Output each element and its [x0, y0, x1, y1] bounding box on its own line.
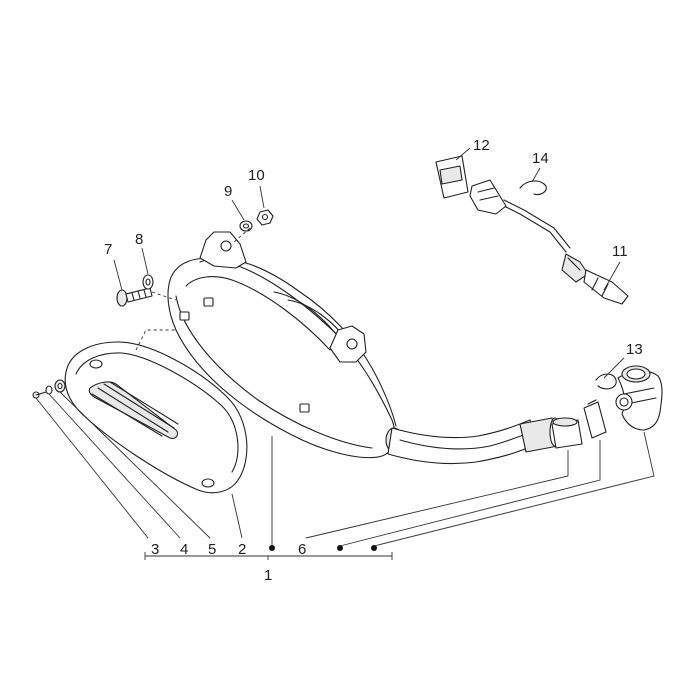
- nut: [256, 209, 274, 226]
- assembly-dot: [269, 545, 275, 551]
- assembly-dot: [337, 545, 343, 551]
- lambda-sensor: [499, 199, 629, 305]
- callout-8: 8: [135, 231, 143, 248]
- callout-7: 7: [104, 241, 112, 258]
- pipe-gasket: [551, 417, 583, 449]
- callout-2: 2: [238, 541, 246, 558]
- callout-3: 3: [151, 541, 159, 558]
- pipe-clamp: [583, 399, 607, 439]
- callout-5: 5: [208, 541, 216, 558]
- elbow-gasket: [615, 393, 633, 411]
- heat-shield: [64, 341, 248, 494]
- assembly-dot: [371, 545, 377, 551]
- sensor-connector: [469, 179, 507, 215]
- callout-4: 4: [180, 541, 188, 558]
- callout-14: 14: [532, 150, 549, 167]
- callout-9: 9: [224, 183, 232, 200]
- callout-1: 1: [264, 567, 272, 584]
- connector-cover: [435, 155, 469, 199]
- nut-washer: [239, 220, 253, 232]
- callout-10: 10: [248, 167, 265, 184]
- mounting-bolt: [116, 287, 153, 307]
- elbow-pipe: [617, 365, 663, 431]
- shield-washer: [45, 385, 53, 395]
- callout-12: 12: [473, 137, 490, 154]
- assembly-guides: [135, 227, 251, 351]
- callout-11: 11: [612, 243, 628, 260]
- callout-6: 6: [298, 541, 306, 558]
- header-pipe: [387, 417, 561, 465]
- shield-screw: [32, 391, 47, 399]
- bolt-washer: [142, 274, 154, 290]
- shield-spacer: [54, 379, 66, 393]
- spring-clip: [595, 373, 617, 390]
- callout-13: 13: [626, 341, 643, 358]
- wire-clip: [519, 180, 547, 196]
- leader-lines: [35, 147, 655, 560]
